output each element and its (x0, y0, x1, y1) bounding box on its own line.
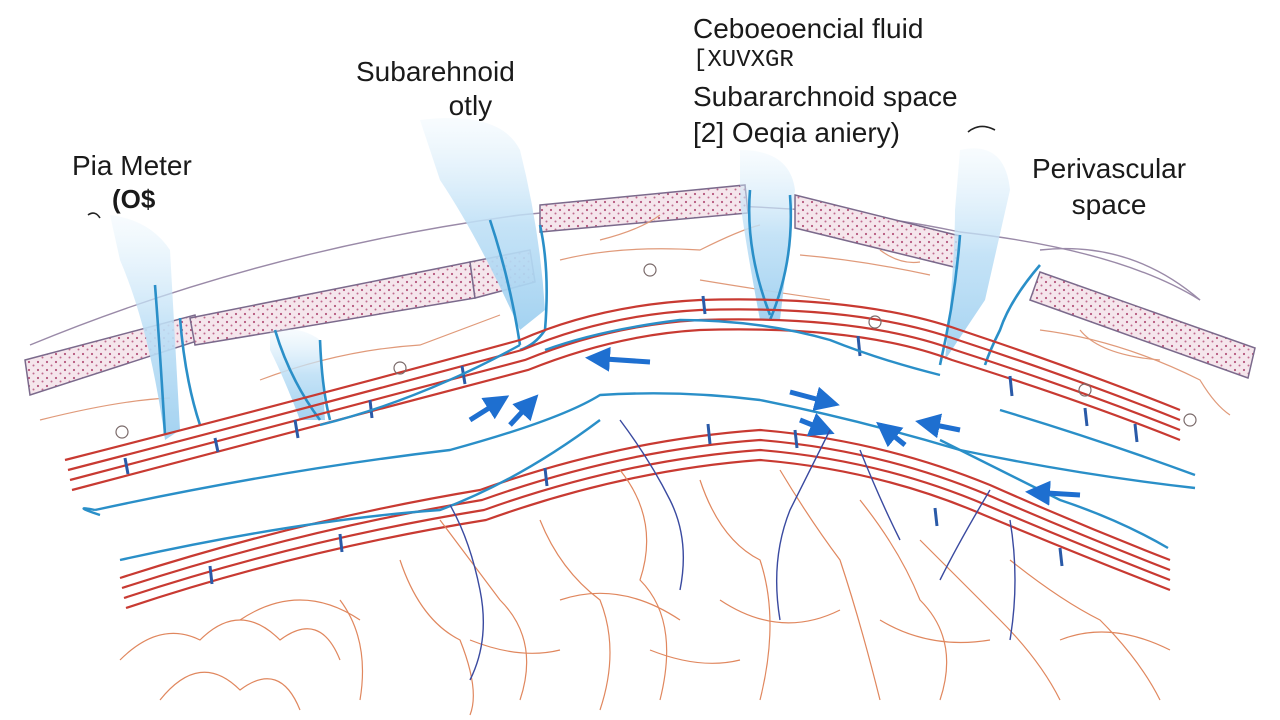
csf-plumes (110, 118, 1010, 440)
label-perivascular: Perivascular space (1032, 155, 1186, 219)
capillary-network (119, 469, 1171, 716)
csf-flow-arrows (468, 346, 1081, 506)
label-csf-code: [XUVXGR (693, 47, 794, 74)
label-subarachnoid-left-sub: otly (448, 90, 493, 121)
label-perivascular-text: Perivascular (1032, 153, 1187, 184)
arachnoid-membrane (24, 184, 1256, 396)
label-artery: [2] Oeqia aniery) (693, 117, 900, 148)
label-perivascular-sub: space (1071, 189, 1147, 220)
label-pia-mater-text: Pia Meter (72, 150, 192, 181)
label-pia-mater-sub: (O$ (112, 184, 156, 214)
label-pia-mater: Pia Meter (O$ (72, 150, 192, 214)
label-leaders (87, 125, 996, 219)
artery-ticks (123, 295, 1139, 585)
label-subarachnoid-left-text: Subarehnoid (356, 56, 515, 87)
tissue-cells (115, 263, 1197, 439)
csf-channels (82, 318, 1196, 562)
label-csf-block: Ceboeoencial fluid [XUVXGR Subararchnoid… (693, 15, 958, 147)
arteries (64, 298, 1181, 610)
label-subarachnoid-left: Subarehnoid otly (356, 58, 515, 120)
capillary-dark-branches (449, 419, 1016, 681)
label-subarachnoid-space: Subararchnoid space (693, 81, 958, 112)
label-csf-title: Ceboeoencial fluid (693, 13, 924, 44)
